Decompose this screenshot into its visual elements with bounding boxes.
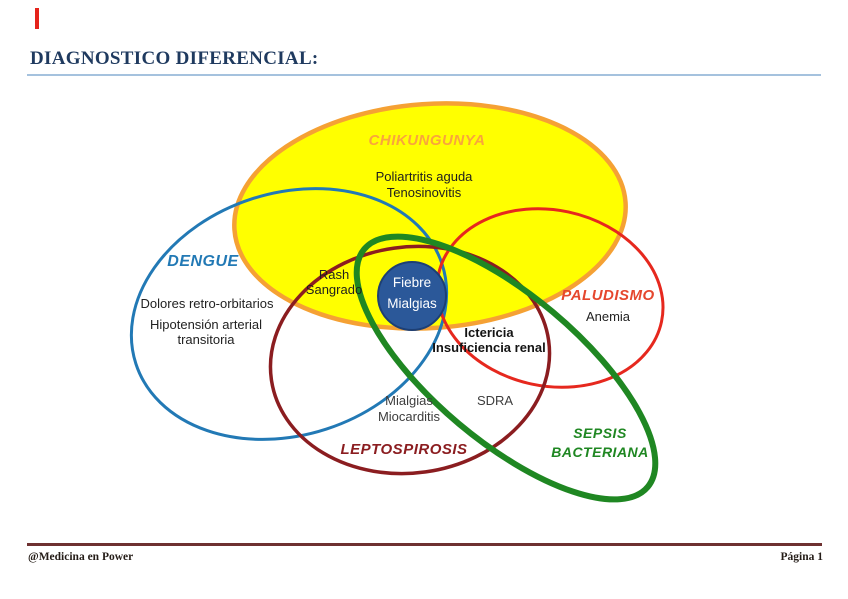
feature-rash: Rash	[318, 267, 350, 282]
feature-dolores-retro-orbitarios: Dolores retro-orbitarios	[140, 296, 274, 311]
feature-hipotension-line2: transitoria	[177, 332, 235, 347]
leptospirosis-label: LEPTOSPIROSIS	[340, 441, 468, 458]
overlap-ictericia-insuficiencia: Ictericia Insuficiencia renal	[432, 325, 545, 355]
feature-poliartritis: Poliartritis aguda	[375, 169, 473, 184]
center-line-fiebre: Fiebre	[392, 275, 432, 291]
overlap-mialgias-miocarditis: Mialgias Miocarditis	[378, 393, 440, 425]
footer-author: @Medicina en Power	[28, 551, 134, 563]
fiebre-mialgias-text: Fiebre Mialgias	[387, 272, 437, 314]
sepsis-bacteriana-label: SEPSIS BACTERIANA	[551, 424, 649, 462]
footer-rule	[27, 543, 822, 546]
feature-tenosinovitis: Tenosinovitis	[386, 185, 462, 200]
fiebre-mialgias-node: Fiebre Mialgias	[377, 261, 447, 331]
chikungunya-features: Poliartritis aguda Tenosinovitis	[376, 169, 473, 201]
sepsis-label-line1: SEPSIS	[573, 425, 627, 441]
feature-sdra: SDRA	[476, 393, 514, 408]
feature-anemia: Anemia	[585, 309, 631, 324]
feature-miocarditis: Miocarditis	[377, 409, 441, 424]
feature-insuficiencia-renal: Insuficiencia renal	[432, 340, 546, 355]
sepsis-label-line2: BACTERIANA	[551, 444, 649, 460]
leptospirosis-ellipse	[268, 244, 552, 476]
sepsis-ellipse	[353, 233, 659, 503]
chikungunya-label: CHIKUNGUNYA	[368, 132, 486, 149]
page-title: DIAGNOSTICO DIFERENCIAL:	[30, 48, 319, 69]
red-caret-mark	[35, 8, 39, 29]
chikungunya-ellipse	[232, 101, 628, 331]
title-underline	[27, 74, 821, 76]
footer-page-number: Página 1	[780, 551, 824, 563]
dengue-label: DENGUE	[167, 253, 239, 270]
center-line-mialgias: Mialgias	[387, 296, 437, 312]
feature-sangrado: Sangrado	[305, 282, 363, 297]
feature-hipotension: Hipotensión arterial transitoria	[150, 317, 262, 347]
overlap-rash-sangrado: Rash Sangrado	[306, 267, 362, 297]
paludismo-label: PALUDISMO	[561, 287, 655, 304]
feature-hipotension-line1: Hipotensión arterial	[149, 317, 263, 332]
feature-ictericia: Ictericia	[464, 325, 514, 340]
feature-mialgias: Mialgias	[385, 393, 433, 408]
